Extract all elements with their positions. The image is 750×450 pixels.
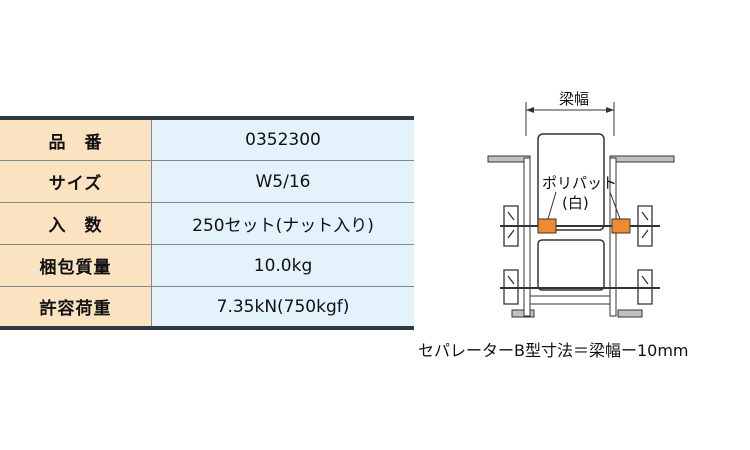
rebar-cage-upper	[537, 133, 605, 231]
clamp-left-lower	[503, 269, 519, 305]
form-wall-right	[609, 157, 617, 317]
table-row: 入 数 250セット(ナット入り)	[0, 202, 414, 245]
rebar-cage-lower	[537, 239, 605, 291]
row-label: 許容荷重	[0, 286, 152, 330]
row-label: サイズ	[0, 160, 152, 203]
row-value: 7.35kN(750kgf)	[151, 286, 414, 330]
poly-pad-left	[537, 218, 557, 234]
form-bottom	[529, 295, 611, 305]
row-value: 250セット(ナット入り)	[151, 202, 414, 245]
poly-pad-label: ポリパット	[542, 174, 617, 192]
beam-width-label: 梁幅	[559, 90, 589, 108]
poly-pad-color-label: (白)	[562, 194, 589, 212]
row-value: 0352300	[151, 116, 414, 161]
clamp-right-lower	[637, 269, 653, 305]
row-label: 入 数	[0, 202, 152, 245]
row-value: W5/16	[151, 160, 414, 203]
row-label: 品 番	[0, 116, 152, 161]
slab-bottom-right	[617, 309, 643, 318]
poly-pad-right	[611, 218, 631, 234]
clamp-right-upper	[637, 205, 653, 247]
spec-table: 品 番 0352300 サイズ W5/16 入 数 250セット(ナット入り) …	[0, 116, 414, 330]
slab-top-right	[609, 155, 675, 163]
table-row: 品 番 0352300	[0, 116, 414, 161]
arrow-left-icon	[526, 107, 534, 113]
table-row: 許容荷重 7.35kN(750kgf)	[0, 286, 414, 330]
dimension-caption: セパレーターB型寸法＝梁幅ー10mm	[418, 341, 689, 360]
form-wall-left	[523, 157, 531, 317]
slab-bottom-left	[511, 309, 535, 318]
leader-line-right	[609, 191, 621, 220]
clamp-left-upper	[503, 205, 519, 247]
table-row: サイズ W5/16	[0, 160, 414, 203]
row-label: 梱包質量	[0, 244, 152, 287]
separator-diagram: 梁幅 ポリパット (白)	[487, 90, 675, 318]
row-value: 10.0kg	[151, 244, 414, 287]
leader-line-left	[547, 191, 557, 220]
arrow-right-icon	[606, 107, 614, 113]
table-row: 梱包質量 10.0kg	[0, 244, 414, 287]
